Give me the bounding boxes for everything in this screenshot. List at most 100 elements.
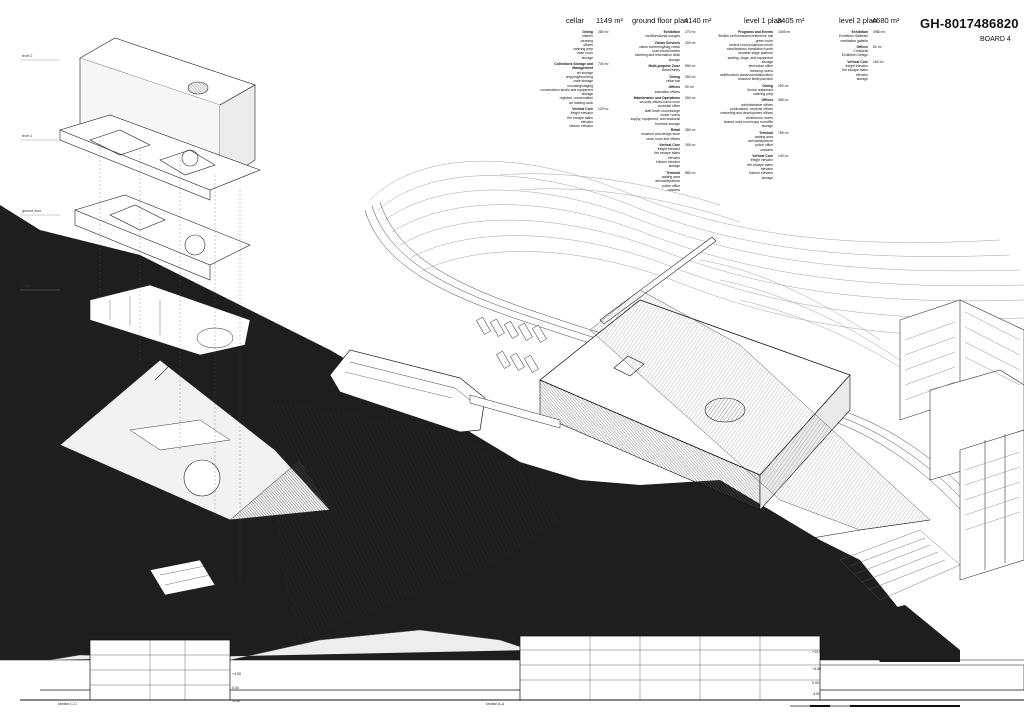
schedule-item: supply, equipment, and seasonal furnitur… <box>630 117 680 126</box>
level-label-2: level 2 <box>22 54 33 58</box>
schedule-section-area: 270 m² <box>685 30 696 34</box>
harbour-basin <box>855 605 960 662</box>
schedule-item: seating, stage, and equipment storage <box>727 55 773 65</box>
schedule-section-area: 250 m² <box>778 83 789 88</box>
schedule-section-heading: Offices <box>856 44 869 49</box>
schedule-item: flexible performance/conference hall <box>718 34 773 39</box>
schedule-item: arrival/departure <box>655 179 680 184</box>
schedule-item: Curatorial <box>853 49 868 54</box>
schedule-section-heading: Multi-purpose Zone <box>648 64 680 69</box>
water-texture <box>270 400 560 640</box>
schedule-item: art loading dock <box>569 100 593 105</box>
section-cc-mark-4: 0.00 <box>232 686 239 690</box>
schedule-item: freight elevator <box>570 111 593 116</box>
schedule-section-heading: Terminal <box>666 170 680 175</box>
schedule-section-area: 82 m² <box>873 44 882 49</box>
schedule-item: kitchen elevator <box>749 171 773 176</box>
projection-lines <box>99 140 241 580</box>
schedule-section-heading: Terminal <box>759 130 773 135</box>
schedule-col-3-area: 3405 m² <box>777 16 805 25</box>
parking-lot <box>839 529 961 601</box>
schedule-item: custodial office <box>657 104 680 109</box>
schedule-section-heading: Programs and Events <box>738 30 773 34</box>
schedule-section-area: 740 m² <box>598 62 609 67</box>
schedule-item: waiting area <box>754 134 773 139</box>
schedule-item: technician office <box>748 64 773 69</box>
schedule-item: kitchen <box>582 34 593 39</box>
triangular-pavilion <box>59 354 331 521</box>
section-aa-mark-3: +4.50 <box>812 667 822 671</box>
schedule-section-area: 780 m² <box>778 130 789 135</box>
schedule-item: catering prep <box>753 92 773 97</box>
schedule-item: uncrating/staging <box>567 83 593 88</box>
schedule-item: publications, archivist offices <box>730 107 773 112</box>
schedule-item: freight elevator <box>845 64 868 69</box>
plaza-edge <box>759 509 931 541</box>
schedule-section-area: 950 m² <box>685 64 696 69</box>
schedule-item: storage <box>668 164 680 169</box>
schedule-section-heading: Vertical Core <box>847 59 868 64</box>
schedule-item: freight elevator <box>750 158 773 163</box>
facade-windows <box>904 311 1021 531</box>
schedule-item: multifunctional lounges <box>645 34 681 39</box>
schedule-section-area: 165 m² <box>685 142 696 147</box>
schedule-item: fire escape stairs <box>654 151 680 156</box>
board-number: BOARD 4 <box>980 36 1011 43</box>
schedule-item: elevator <box>580 119 593 124</box>
section-cc-mark-2: +13.00 <box>232 652 244 656</box>
schedule-item: fire escape stairs <box>567 115 593 120</box>
schedule-col-3-title: level 1 plan <box>744 16 782 25</box>
schedule-item: museum library/archive <box>737 77 773 82</box>
bus-parking <box>476 316 547 373</box>
schedule-section-area: 3980 m² <box>873 30 886 34</box>
board-code: GH-8017486820 <box>920 16 1019 31</box>
schedule-item: art storage <box>576 70 593 75</box>
schedule-section-area: 1005 m² <box>778 30 791 34</box>
schedule-item: customs <box>760 147 773 152</box>
schedule-item: meditation gallerie <box>840 38 868 43</box>
section-cc-mark-1: +20.50 <box>232 633 244 637</box>
schedule-item: arrival/departure <box>748 139 773 144</box>
schedule-section-heading: Offices <box>761 98 774 103</box>
schedule-item: movable stage platform <box>737 51 773 56</box>
schedule-col-1-title: cellar <box>566 16 584 25</box>
schedule-item: elevator <box>855 72 868 77</box>
schedule-item: marketing and development offices <box>720 111 773 116</box>
schedule-item: waiting area <box>661 174 680 179</box>
section-cc-mark-3: +4.50 <box>232 672 242 676</box>
level-label-ground: ground floor <box>22 209 42 213</box>
schedule-item: crate storage <box>573 79 593 84</box>
schedule-section-heading: Dining <box>669 74 680 79</box>
schedule-section-heading: Vertical Core <box>752 154 773 159</box>
schedule-item: fire escape stairs <box>842 68 868 73</box>
schedule-item: cleaning <box>580 38 593 43</box>
schedule-item: storage <box>761 175 773 180</box>
schedule-item: formal restaurant <box>747 87 773 92</box>
schedule-item: kitchen elevator <box>569 124 593 129</box>
level-label-cellar: cellar <box>22 284 31 288</box>
schedule-item: shared work room/copy room/file storage <box>723 119 773 129</box>
schedule-section-area: 385 m² <box>778 98 789 103</box>
schedule-col-2-area: 4140 m² <box>684 16 712 25</box>
schedule-item: shipping/receiving <box>565 74 593 79</box>
cellar-block <box>149 559 216 596</box>
schedule-item: cellar bar <box>666 78 680 83</box>
schedule-item: trash room <box>576 51 593 56</box>
schedule-item: freight elevator <box>657 147 680 152</box>
schedule-section-area: 160 m² <box>873 59 884 64</box>
schedule-item: Exhibition Design <box>841 53 868 58</box>
schedule-item: fire escape stairs <box>747 162 773 167</box>
section-aa-mark-5: -4.50 <box>812 692 821 696</box>
city-blocks <box>899 299 1024 581</box>
